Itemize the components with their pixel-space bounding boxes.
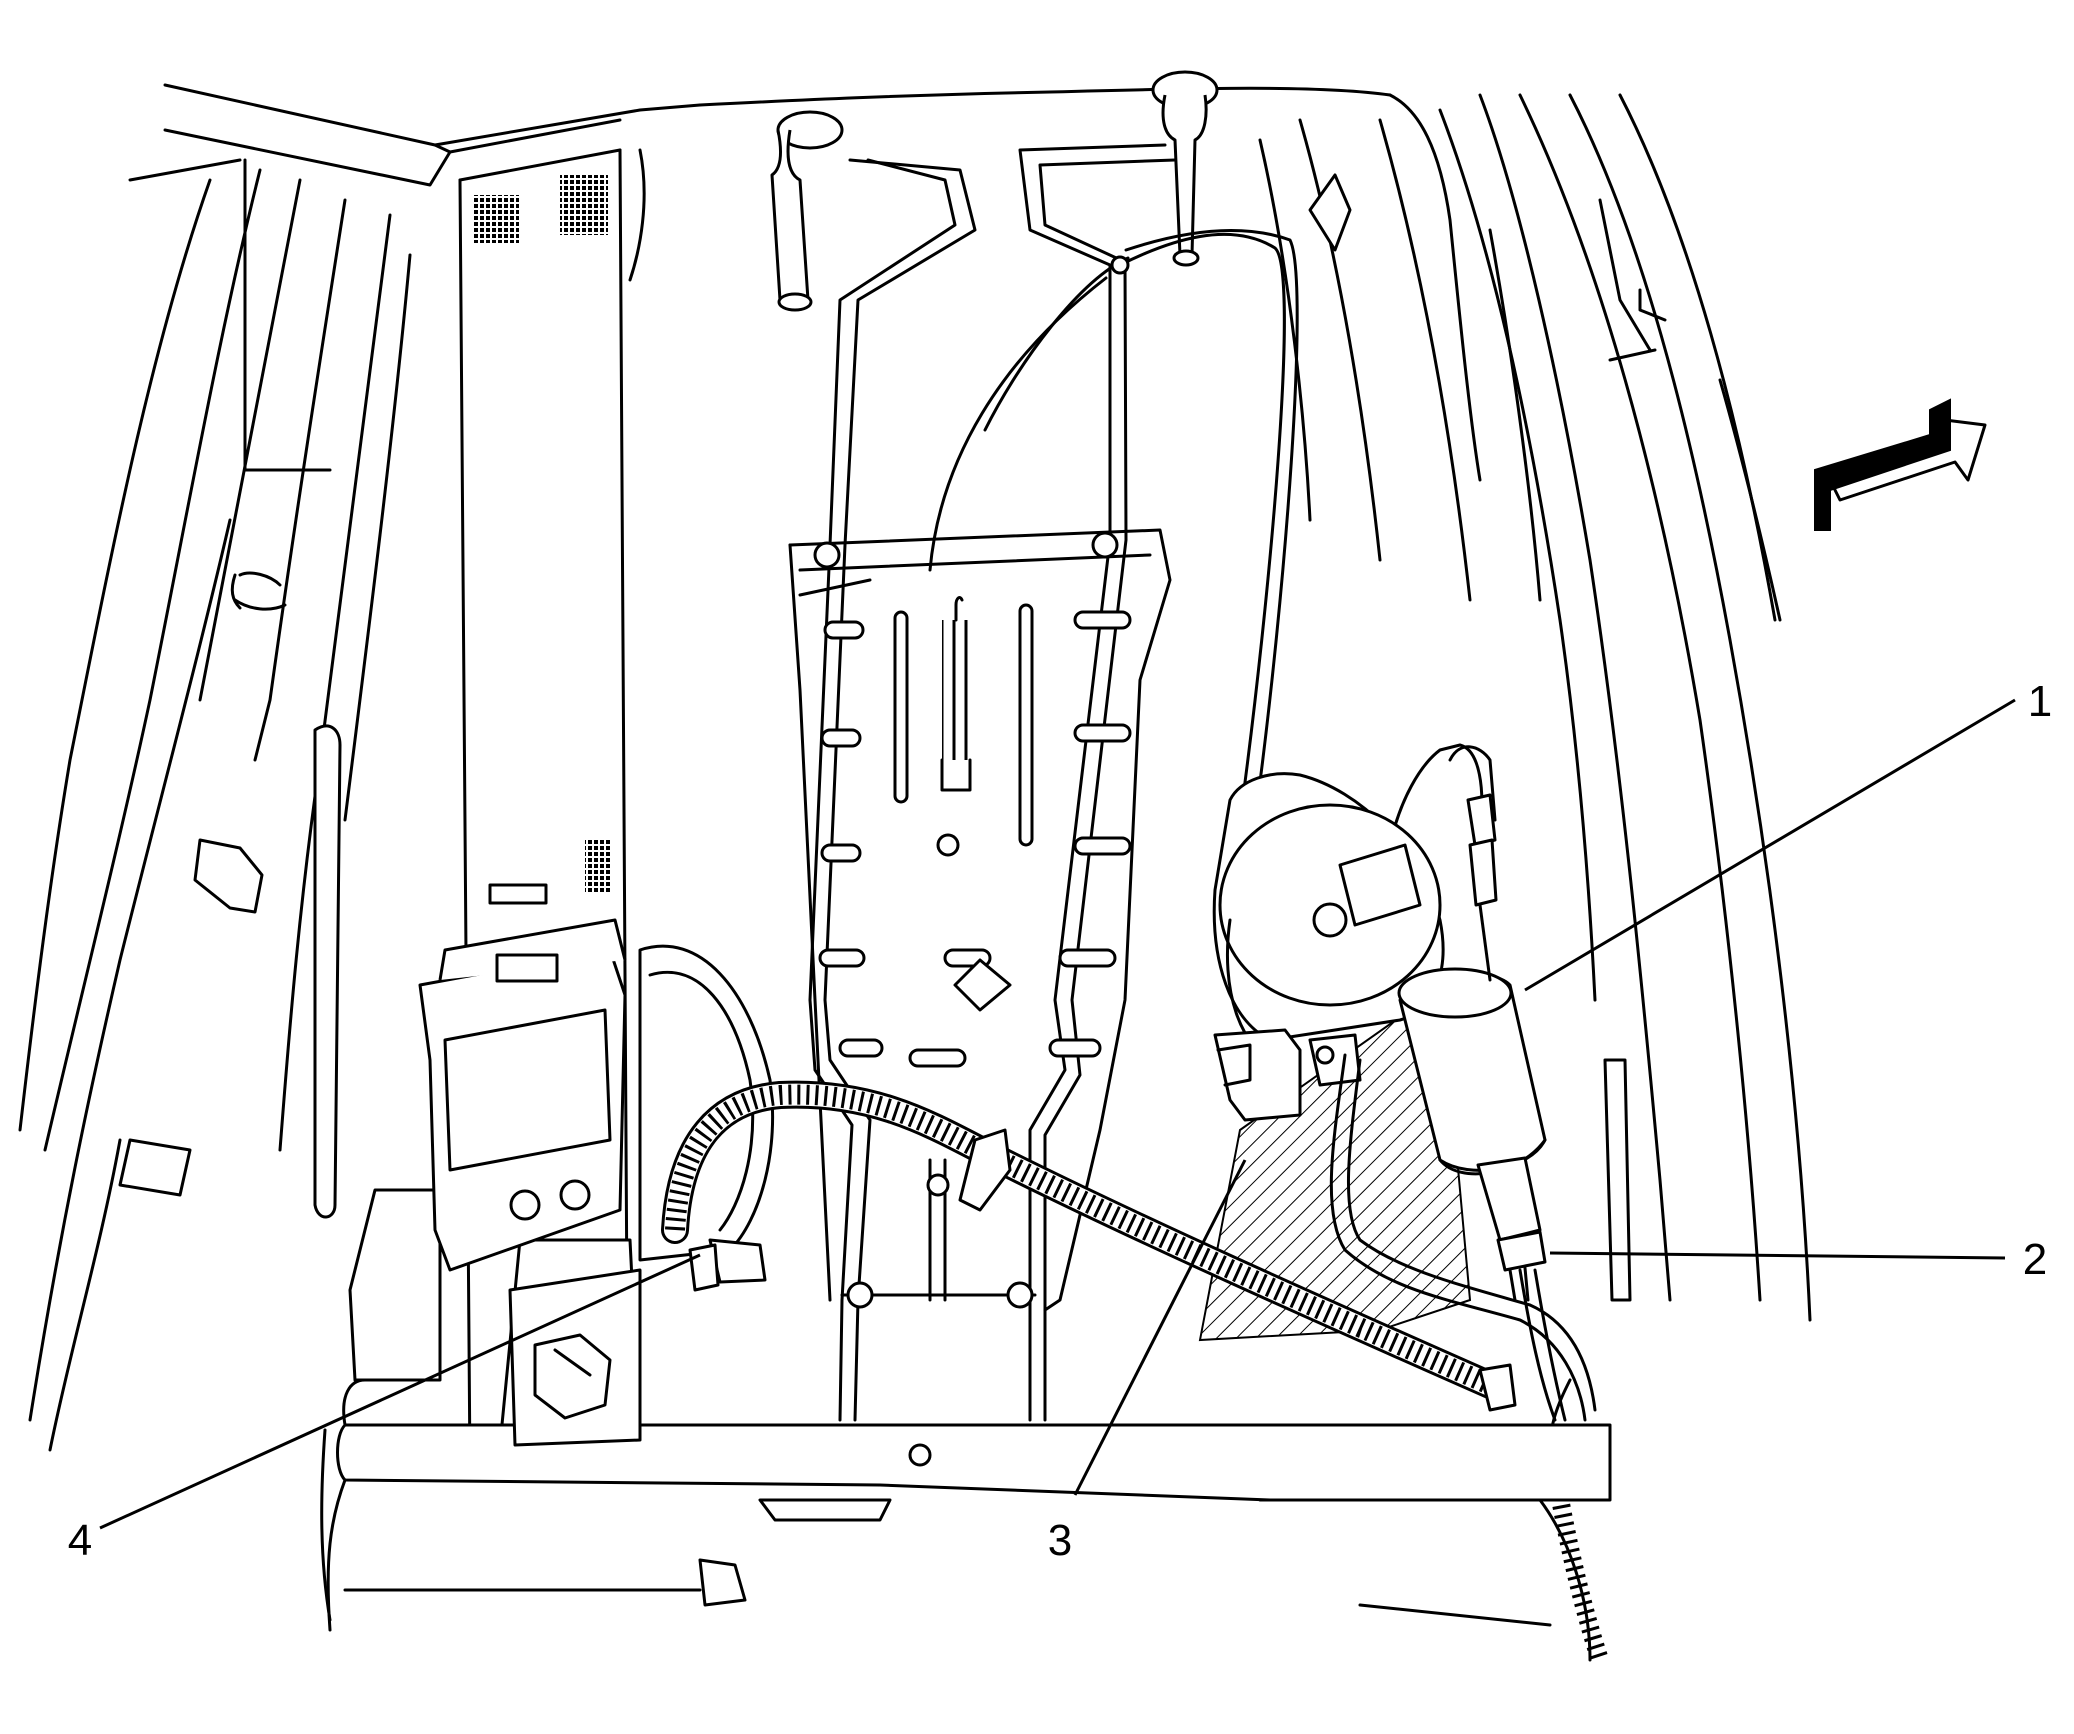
leader-line-4 [99,1253,701,1530]
mesh-texture [585,840,611,892]
arrow-front-of-vehicle-icon [1814,398,1987,531]
upper-mounting-stud-right [1151,70,1219,267]
rivet [813,541,841,569]
rivet [1006,1281,1034,1309]
plate-slots [818,603,1132,1068]
module-label-slot [495,953,559,983]
mesh-texture [473,195,519,243]
actuator-electrical-connector [1476,1156,1547,1302]
upper-mounting-stud-left [770,110,844,312]
regulator-back-plate [788,255,1172,1312]
callout-3: 3 [1048,1516,1072,1565]
rivet [926,1173,950,1197]
callout-1: 1 [2028,677,2052,726]
window-regulator-rails [808,143,1299,1422]
vehicle-body-outline [18,83,1812,1662]
leader-line-3 [1073,1159,1247,1496]
rivet [1091,531,1119,559]
harness-connector [1478,1363,1517,1412]
callout-4: 4 [68,1516,92,1565]
leader-line-2 [1549,1251,2006,1260]
rivet [846,1281,874,1309]
mesh-texture [560,175,608,235]
callout-leaders [99,698,2016,1530]
wiring-harness [661,1080,1609,1663]
diamond-marker [1308,173,1352,252]
callout-labels: 1 2 3 4 [68,677,2052,1565]
trim-slot [488,883,548,905]
rivet [1110,255,1130,275]
window-motor-actuator [1397,967,1547,1176]
motor-shaft [1312,902,1348,938]
window-motor-assembly [1212,743,1597,1422]
module-hole [559,1179,591,1211]
rivet [936,833,960,857]
harness-clip [958,1128,1012,1212]
callout-2: 2 [2023,1235,2047,1284]
module-hole [509,1189,541,1221]
leader-line-1 [1524,698,2016,992]
door-lower-beam [326,1268,1612,1632]
mounting-bolt-head [533,1333,612,1420]
gearbox-connector [1213,1028,1302,1122]
counterbalance-spring [940,596,972,792]
